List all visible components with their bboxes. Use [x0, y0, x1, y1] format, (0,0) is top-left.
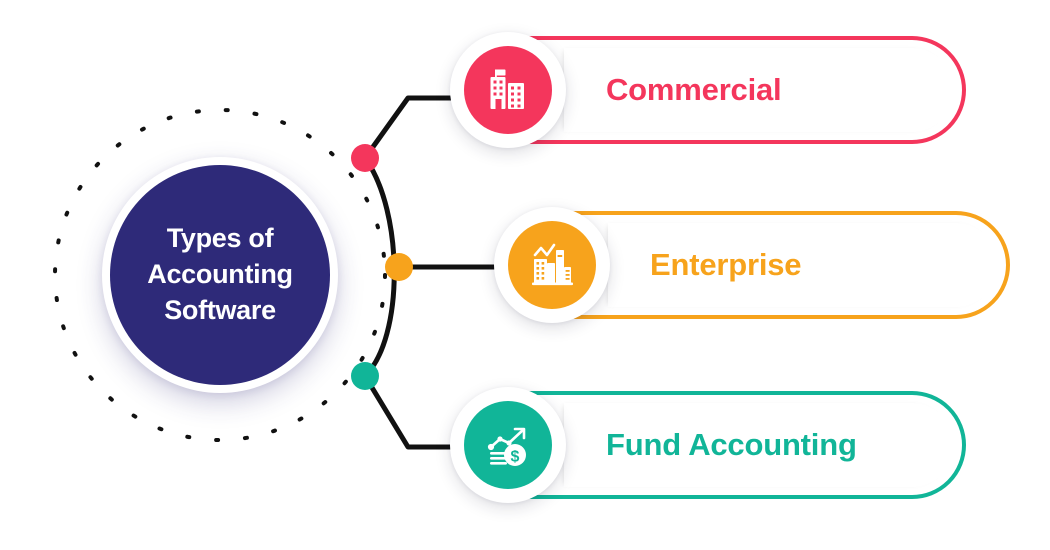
icon-plate-enterprise — [494, 207, 610, 323]
hub-title-line-2: Accounting — [147, 259, 293, 290]
branch-label-enterprise: Enterprise — [650, 247, 802, 282]
branch-card-enterprise[interactable]: Enterprise — [494, 207, 1010, 323]
icon-plate-fund-accounting: $ — [450, 387, 566, 503]
svg-text:$: $ — [511, 448, 520, 465]
buildings-growth-chart-icon — [508, 221, 596, 309]
branch-label-fund-accounting: Fund Accounting — [606, 427, 857, 462]
growth-arrow-dollar-coin-icon: $ — [464, 401, 552, 489]
hub-title-line-1: Types of — [166, 223, 274, 254]
central-hub: Types of Accounting Software — [40, 95, 400, 455]
branch-card-commercial[interactable]: Commercial — [450, 32, 966, 148]
hub-circle[interactable]: Types of Accounting Software — [110, 165, 330, 385]
hub-title-line-3: Software — [164, 294, 276, 325]
branch-card-fund-accounting[interactable]: $ Fund Accounting — [450, 387, 966, 503]
card-inner-panel — [564, 403, 954, 487]
hub-title: Types of Accounting Software — [139, 221, 301, 329]
card-inner-panel — [608, 223, 998, 307]
office-buildings-icon — [464, 46, 552, 134]
branch-label-commercial: Commercial — [606, 72, 782, 107]
card-inner-panel — [564, 48, 954, 132]
icon-plate-commercial — [450, 32, 566, 148]
